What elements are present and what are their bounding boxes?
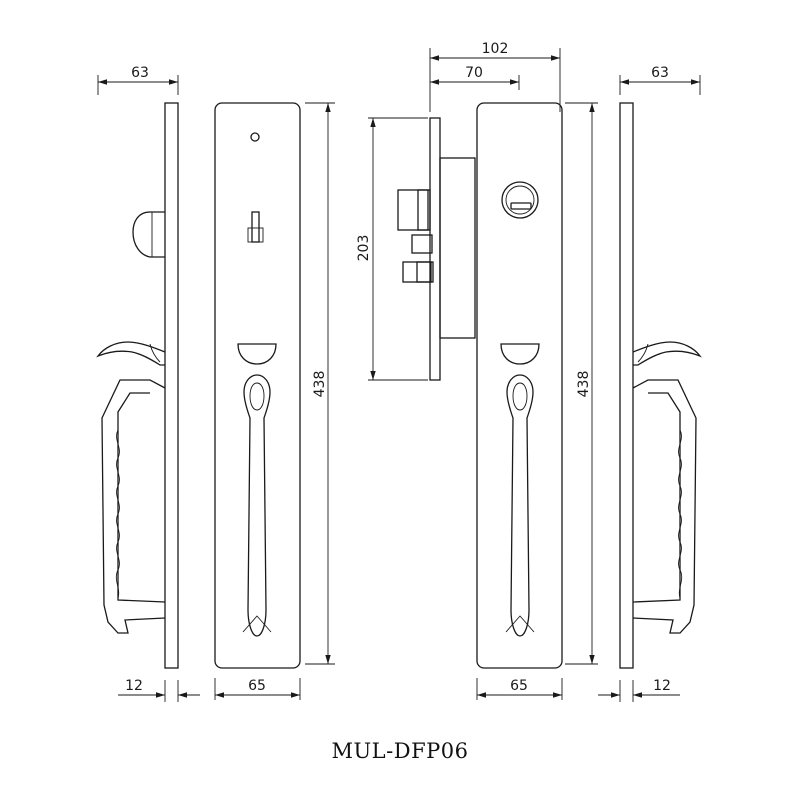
back-height-label: 438 [576, 371, 592, 398]
left-width-label: 63 [131, 65, 149, 81]
left-side-profile [96, 102, 179, 669]
front-width-dimension: 65 [214, 678, 301, 700]
right-thickness-dimension: 12 [598, 678, 680, 702]
front-height-dimension: 438 [305, 102, 335, 665]
depth-inner-label: 70 [465, 65, 483, 81]
left-width-dimension: 63 [97, 65, 179, 95]
depth-inner-dimension: 70 [430, 65, 520, 90]
front-plate-view [214, 102, 301, 669]
right-thickness-label: 12 [653, 678, 671, 694]
left-thickness-dimension: 12 [118, 678, 200, 702]
backset-height-label: 203 [356, 235, 372, 262]
mortise-side-view [397, 117, 476, 381]
right-side-profile [619, 102, 702, 669]
front-height-label: 438 [312, 371, 328, 398]
left-thickness-label: 12 [125, 678, 143, 694]
front-width-label: 65 [248, 678, 266, 694]
right-width-dimension: 63 [619, 65, 701, 95]
right-width-label: 63 [651, 65, 669, 81]
model-label: MUL-DFP06 [331, 739, 468, 763]
depth-total-dimension: 102 [429, 41, 561, 112]
depth-total-label: 102 [482, 41, 509, 57]
backset-height-dimension: 203 [356, 117, 428, 381]
back-plate-view [476, 102, 563, 669]
back-height-dimension: 438 [565, 102, 598, 665]
back-width-label: 65 [510, 678, 528, 694]
back-width-dimension: 65 [476, 678, 563, 700]
